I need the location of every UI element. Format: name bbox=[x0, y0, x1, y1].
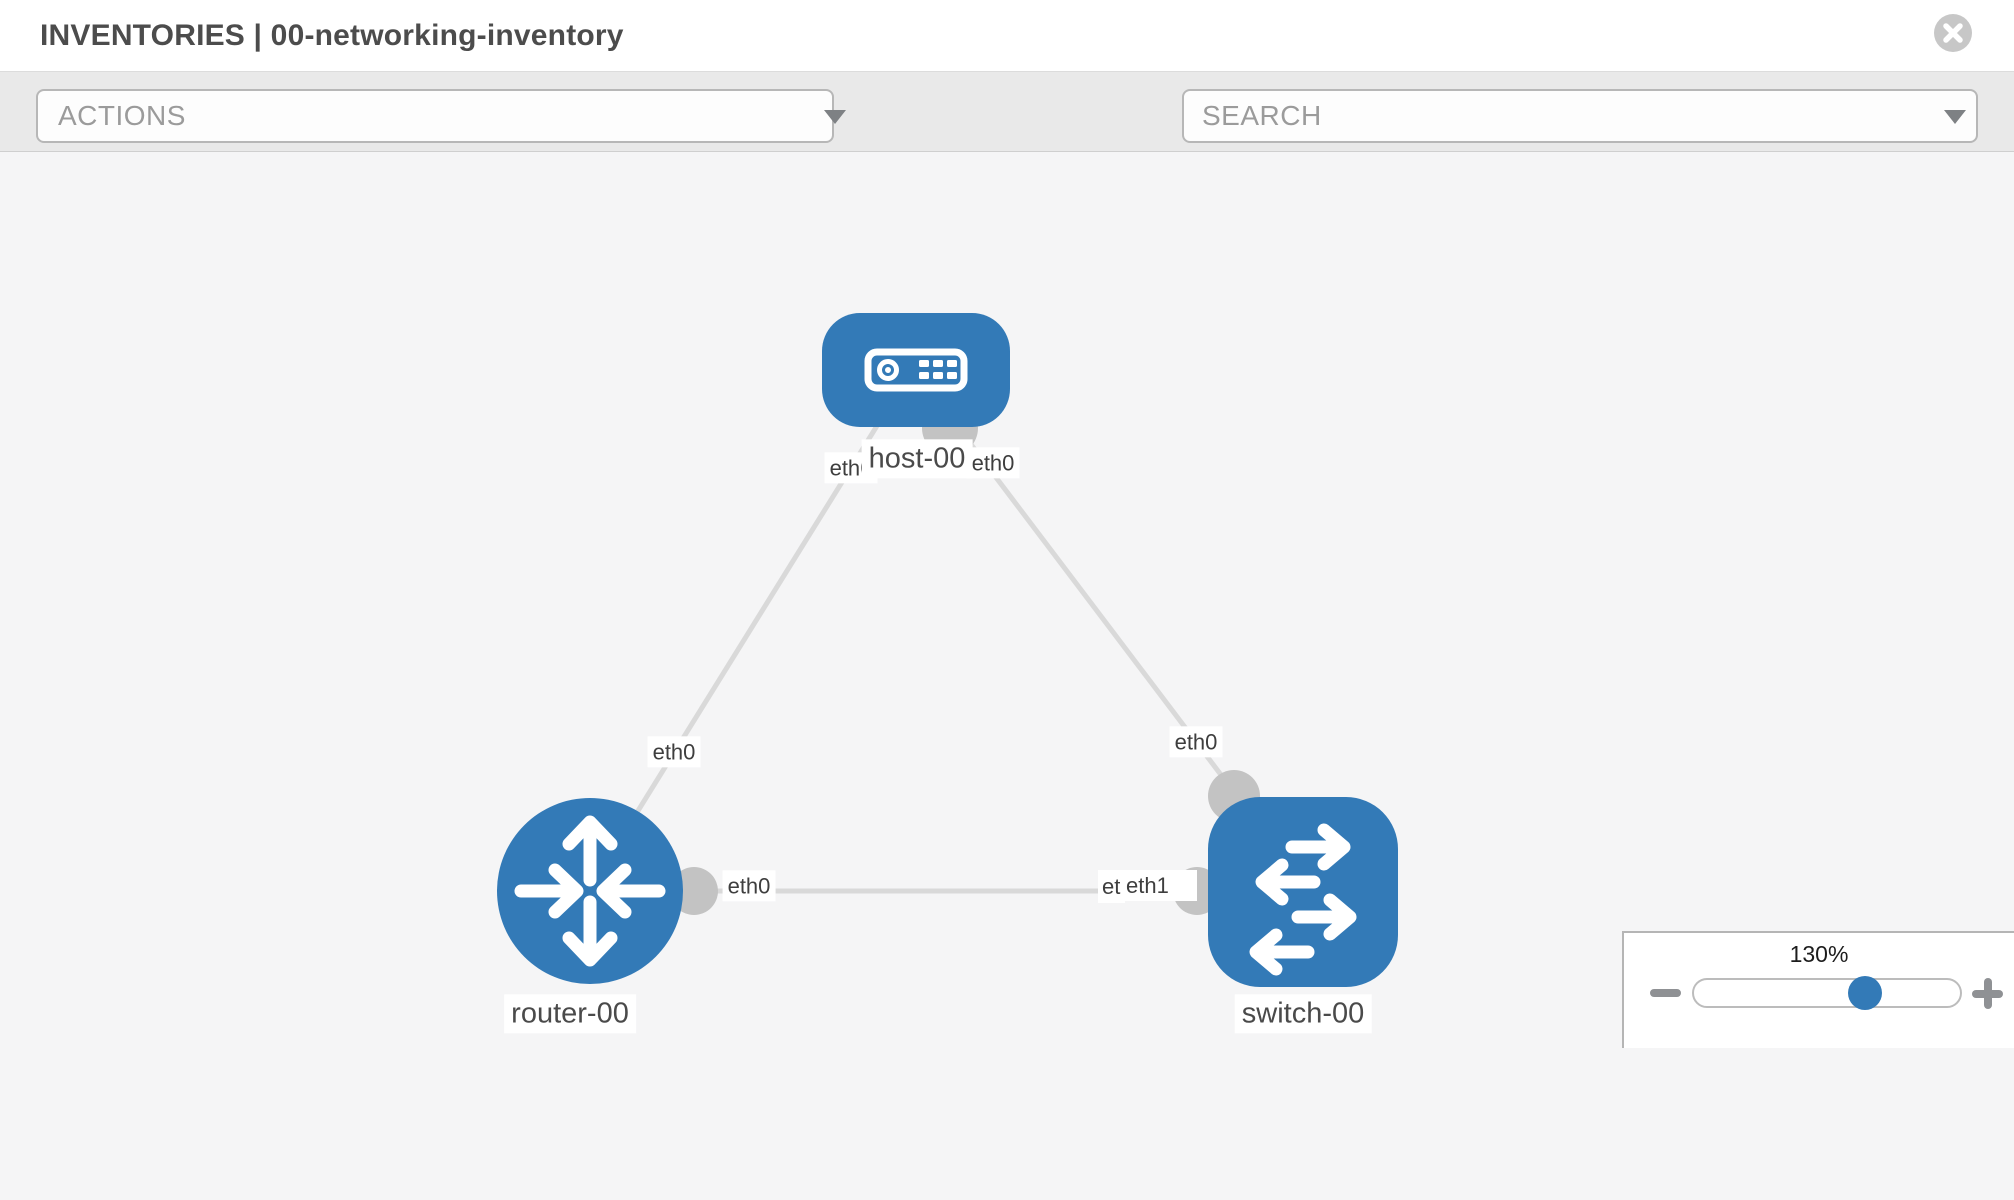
zoom-level-label: 130% bbox=[1789, 941, 1849, 967]
switch-arrows-icon bbox=[1249, 823, 1357, 976]
interface-label: eth1 bbox=[1121, 870, 1197, 902]
router-arrows-icon bbox=[514, 815, 666, 967]
search-dropdown[interactable] bbox=[1182, 89, 1978, 143]
node-host-00[interactable] bbox=[822, 313, 1010, 427]
page-title: INVENTORIES | 00-networking-inventory bbox=[40, 18, 624, 52]
chevron-down-icon bbox=[824, 110, 846, 124]
interface-label: eth0 bbox=[647, 736, 701, 768]
close-icon[interactable] bbox=[1933, 13, 1973, 53]
zoom-slider-thumb[interactable] bbox=[1848, 976, 1882, 1010]
chevron-down-icon bbox=[1944, 110, 1966, 124]
node-label-switch: switch-00 bbox=[1234, 994, 1372, 1034]
interface-label: eth0 bbox=[966, 447, 1020, 479]
actions-dropdown[interactable]: ACTIONS bbox=[36, 89, 846, 143]
zoom-control-panel: 130% bbox=[1622, 931, 2014, 1048]
interface-label: eth0 bbox=[1169, 726, 1223, 758]
plus-icon[interactable] bbox=[1972, 978, 2003, 1009]
node-router-00[interactable] bbox=[497, 798, 683, 984]
header: INVENTORIES | 00-networking-inventory bbox=[0, 0, 2014, 72]
node-switch-00[interactable] bbox=[1208, 797, 1398, 987]
minus-icon[interactable] bbox=[1650, 989, 1681, 997]
zoom-slider-track[interactable] bbox=[1692, 978, 1962, 1008]
search-input[interactable] bbox=[1202, 91, 1882, 141]
actions-dropdown-label: ACTIONS bbox=[58, 100, 186, 131]
toolbar: ACTIONS bbox=[0, 72, 2014, 204]
interface-label-occluded: eth0 bbox=[1098, 870, 1125, 904]
host-device-icon bbox=[864, 348, 968, 392]
node-label-router: router-00 bbox=[504, 994, 636, 1034]
interface-label: eth0 bbox=[722, 870, 776, 902]
node-label-host: host-00 bbox=[861, 439, 973, 479]
